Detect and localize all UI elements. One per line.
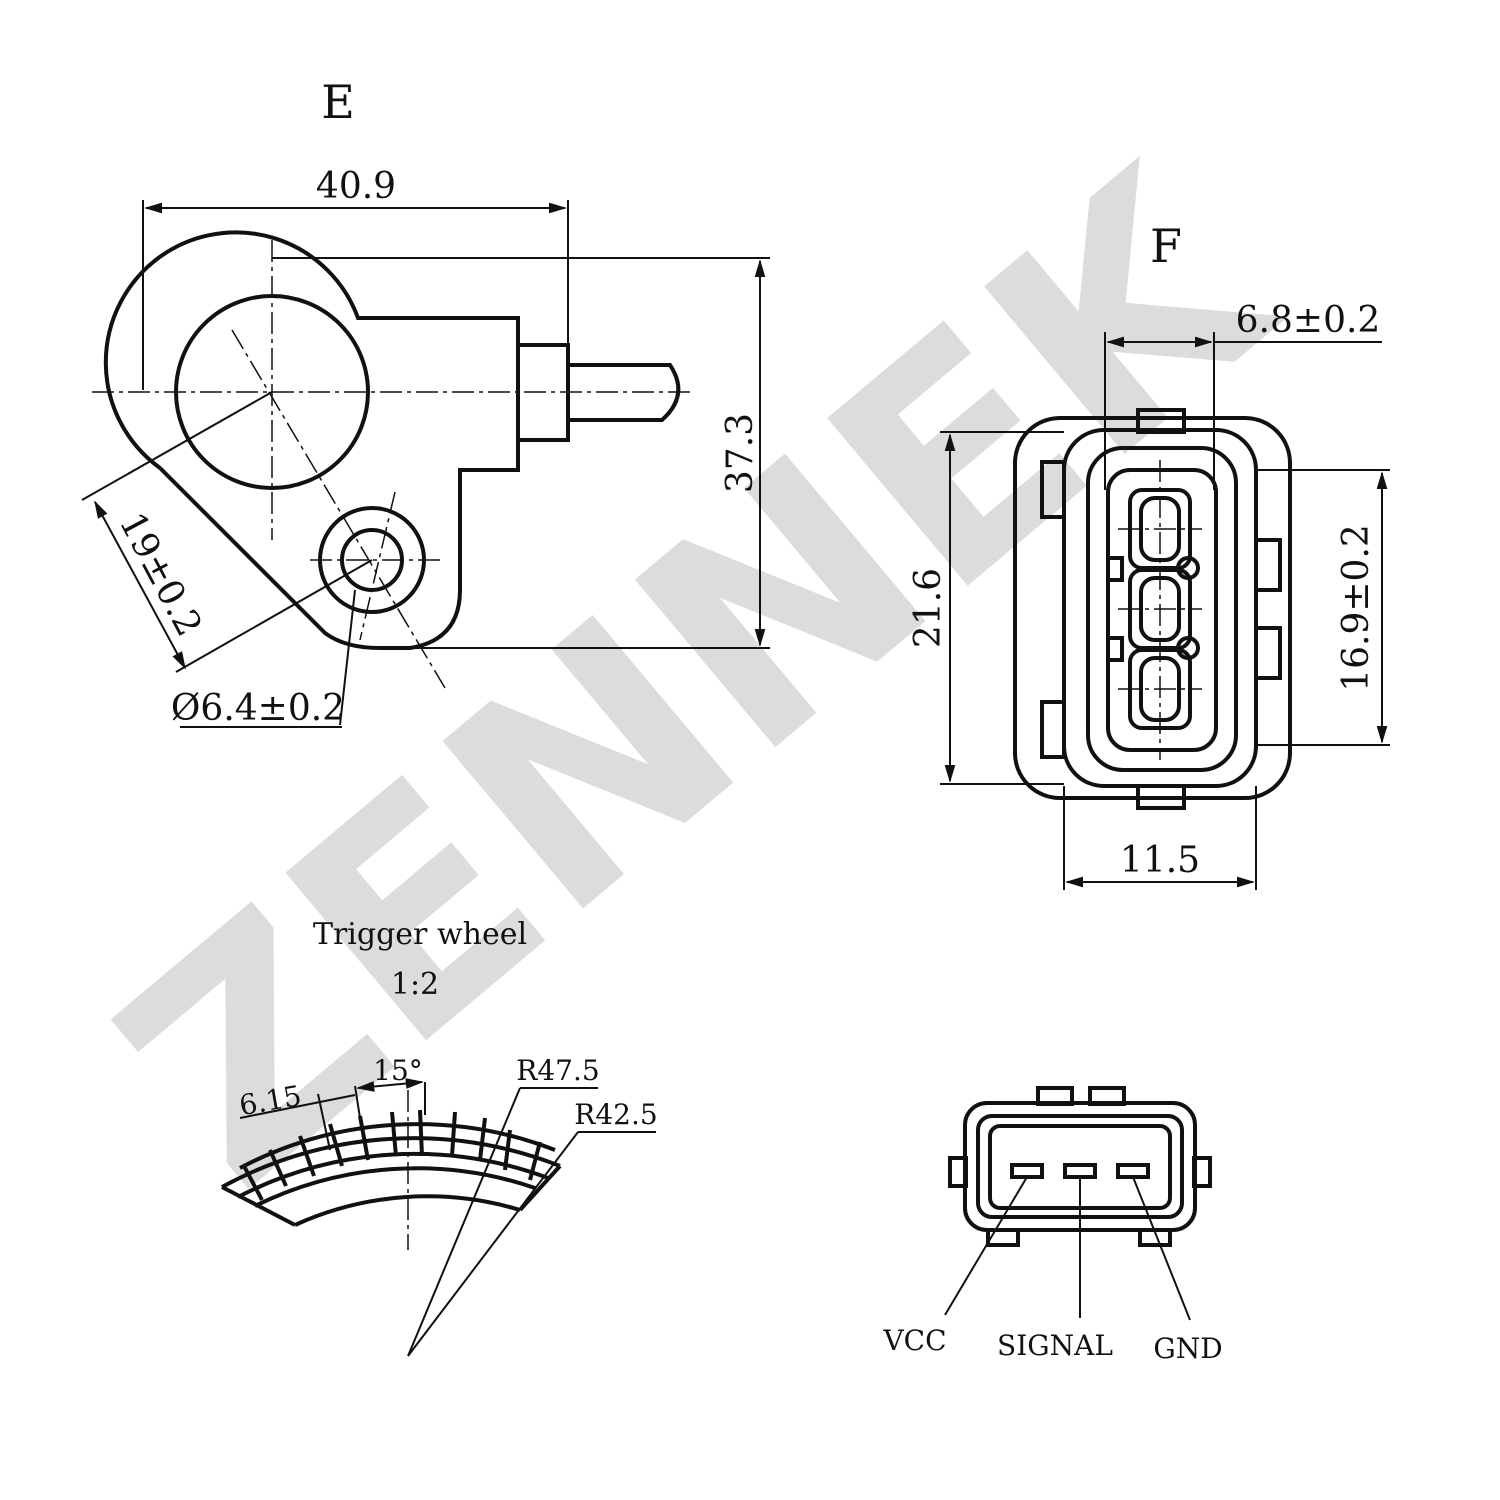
trigger-inner-radius-dim: R42.5 [574,1098,657,1131]
side-tab [1040,460,1066,519]
side-tab [1254,626,1282,680]
pin-signal [1063,1163,1097,1179]
trigger-outer-radius-dim: R47.5 [516,1054,599,1087]
pin-signal-label: SIGNAL [997,1329,1113,1362]
connector-housing-outer [1013,416,1292,800]
view-f-label: F [1150,219,1182,273]
pinout-diagram: VCC SIGNAL GND [882,1086,1223,1365]
view-f-pin-span-dim: 16.9±0.2 [1336,524,1377,692]
trigger-angle-dim: 15° [373,1054,423,1087]
latch-bottom [1136,784,1186,810]
pin-vcc [1010,1163,1044,1179]
view-e-hole-diameter-dim: Ø6.4±0.2 [171,688,345,729]
connector-shroud [1086,446,1238,772]
watermark-text: ZENNEK [60,102,1336,1252]
wheel-teeth [239,1109,556,1201]
wheel-hub-arc [294,1194,521,1227]
trigger-wheel-title: Trigger wheel [313,917,527,952]
view-f-width-dim: 11.5 [1120,840,1200,881]
connector-cavity [1106,468,1218,752]
side-tab [1040,700,1066,759]
pin-vcc-label: VCC [882,1324,946,1357]
view-e-label: E [321,75,355,129]
pin-gnd-label: GND [1153,1332,1222,1365]
side-tab [1254,538,1282,592]
wheel-outer-arc [221,1136,561,1189]
view-e-height-dim: 37.3 [720,413,761,493]
view-e-width-dim: 40.9 [316,166,396,207]
wheel-inner-arc [254,1166,536,1208]
trigger-wheel-ratio: 1:2 [391,967,439,1002]
sensor-body-outline [103,230,520,650]
watermark: ZENNEK [60,102,1336,1252]
view-f-pin-pitch-dim: 6.8±0.2 [1236,300,1381,341]
latch-top [1136,408,1186,434]
pin-gnd [1116,1163,1150,1179]
view-f: F 6.8±0.2 [908,219,1390,890]
view-f-height-dim: 21.6 [908,568,949,648]
sensor-stub [568,363,681,422]
